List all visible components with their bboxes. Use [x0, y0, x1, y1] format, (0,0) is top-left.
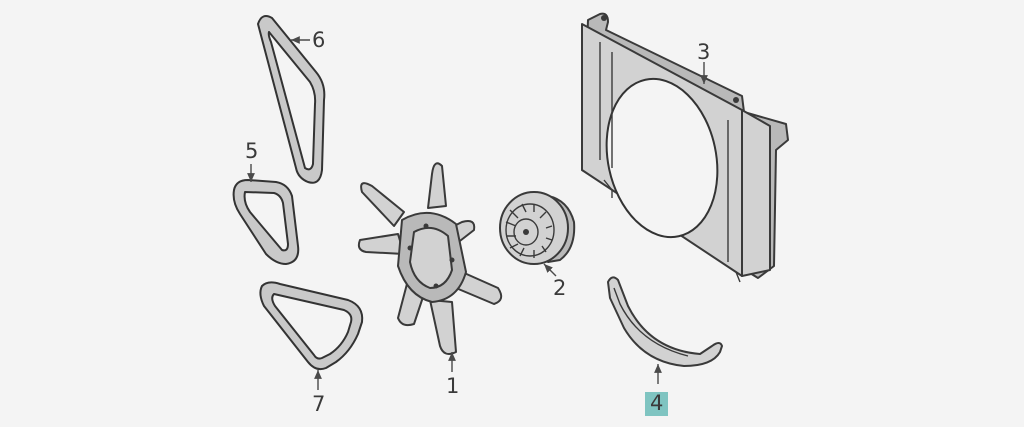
belt-long[interactable]: [257, 15, 326, 184]
callout-3[interactable]: 3: [697, 40, 711, 64]
cooling-fan[interactable]: [357, 162, 503, 355]
shroud-strap[interactable]: [607, 276, 723, 367]
callout-5[interactable]: 5: [245, 139, 259, 163]
callout-4[interactable]: 4: [645, 392, 669, 416]
belt-small[interactable]: [232, 179, 300, 265]
callout-6[interactable]: 6: [312, 28, 326, 52]
callout-1[interactable]: 1: [446, 374, 460, 398]
callout-2[interactable]: 2: [553, 276, 567, 300]
callout-7[interactable]: 7: [312, 392, 326, 416]
belt-triangle[interactable]: [259, 281, 364, 371]
leader-2: [543, 263, 557, 277]
fan-shroud[interactable]: [581, 12, 789, 283]
fan-clutch[interactable]: [499, 191, 576, 265]
